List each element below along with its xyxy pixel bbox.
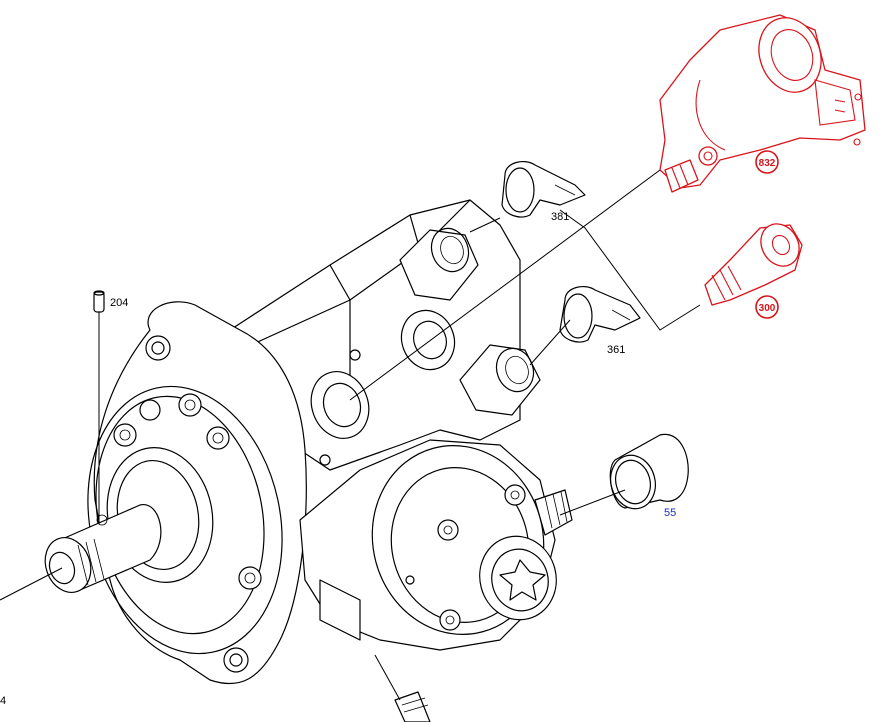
cap-361 <box>559 286 641 343</box>
svg-text:832: 832 <box>759 158 776 169</box>
label-204[interactable]: 204 <box>110 297 128 309</box>
valve-832 <box>659 14 866 193</box>
cap-381 <box>501 161 586 218</box>
badge-832[interactable]: 832 <box>755 150 779 174</box>
leader-lines <box>0 169 701 701</box>
sleeve-55 <box>609 433 689 510</box>
sensor-bottom <box>394 691 431 722</box>
front-pump-unit <box>299 439 573 651</box>
label-edge[interactable]: 4 <box>0 695 6 707</box>
badge-300[interactable]: 300 <box>755 295 779 319</box>
svg-text:300: 300 <box>759 303 776 314</box>
label-361[interactable]: 361 <box>607 344 625 356</box>
outlet-fittings <box>310 227 541 466</box>
part-labels: 832 300 381 361 204 55 4 <box>0 150 779 707</box>
valve-300 <box>704 223 803 306</box>
pin-204 <box>93 290 105 313</box>
label-381[interactable]: 381 <box>551 211 569 223</box>
label-55[interactable]: 55 <box>664 507 676 519</box>
